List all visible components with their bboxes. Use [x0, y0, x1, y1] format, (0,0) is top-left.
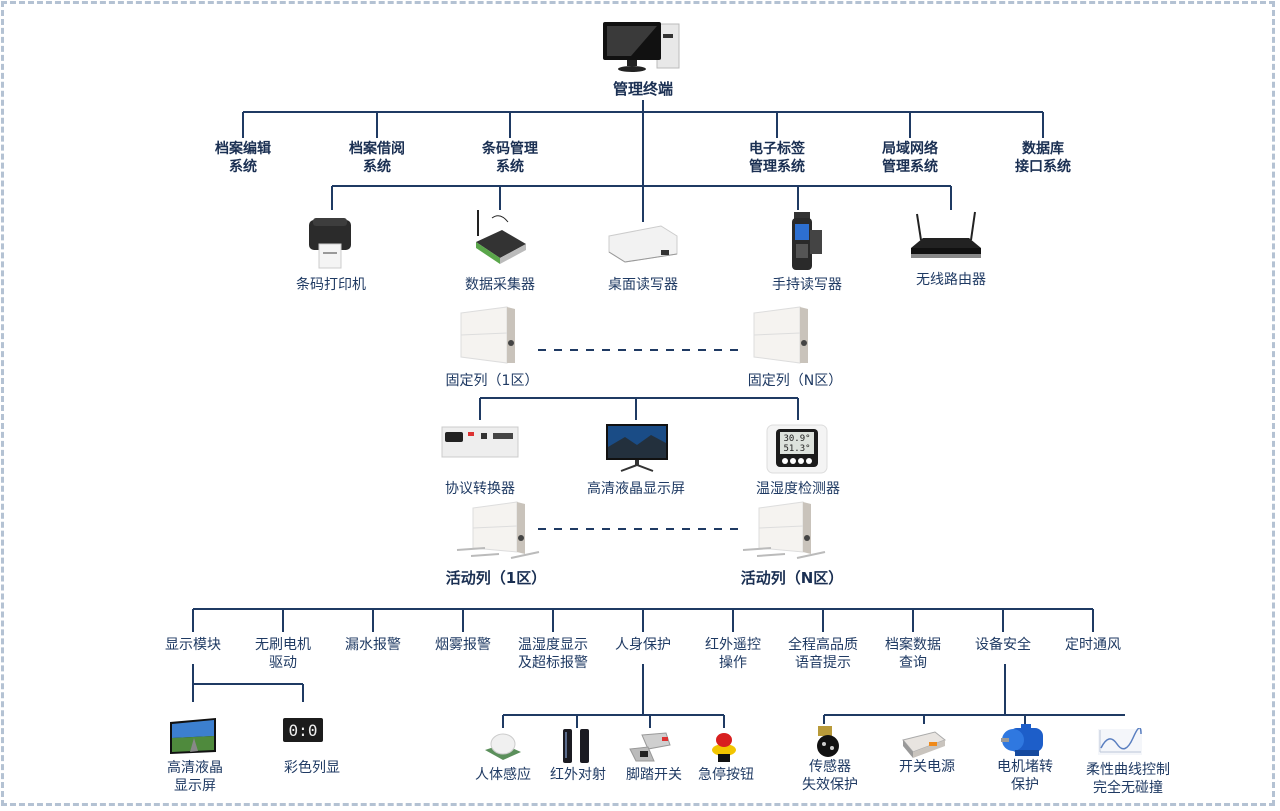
- barcode-printer-icon: [305, 214, 355, 274]
- equipment-sub-label: 传感器失效保护: [802, 759, 858, 793]
- safety-sub-label: 脚踏开关: [626, 767, 682, 783]
- function-node: 红外遥控操作: [705, 637, 761, 671]
- system-node: 档案借阅系统: [349, 141, 405, 175]
- emergency-stop-icon: [709, 730, 739, 768]
- wireless-router-icon: [909, 210, 983, 268]
- equipment-sub-label: 柔性曲线控制完全无碰撞: [1086, 762, 1170, 796]
- curve-chart-icon: [1097, 727, 1143, 760]
- function-node: 无刷电机驱动: [255, 637, 311, 671]
- power-supply-icon: [901, 730, 947, 764]
- device-label: 手持读写器: [772, 277, 842, 293]
- fixed-shelf-icon: [752, 305, 810, 369]
- protocol-converter-icon: [441, 426, 519, 464]
- data-collector-icon: [470, 208, 530, 272]
- mobile-column-label: 活动列（1区）: [445, 569, 547, 587]
- led-digit-display-icon: 0:0: [282, 717, 324, 747]
- safety-sub-label: 急停按钮: [698, 767, 754, 783]
- infrared-beam-icon: [561, 728, 591, 768]
- middle-device-label: 温湿度检测器: [756, 481, 840, 497]
- function-node: 显示模块: [165, 637, 221, 653]
- system-node: 数据库接口系统: [1015, 141, 1071, 175]
- foot-switch-icon: [628, 731, 672, 767]
- device-label: 条码打印机: [296, 277, 366, 293]
- humidity-reading: 51.3°: [783, 444, 810, 454]
- lcd-monitor-icon: [605, 423, 669, 477]
- device-label: 数据采集器: [465, 277, 535, 293]
- fixed-column-label: 固定列（N区）: [747, 373, 843, 389]
- mobile-shelf-icon: [455, 500, 541, 564]
- function-node: 烟雾报警: [435, 637, 491, 653]
- middle-device-label: 协议转换器: [445, 481, 515, 497]
- sensor-icon: [812, 724, 842, 762]
- system-node: 电子标签管理系统: [749, 141, 805, 175]
- root-label: 管理终端: [612, 80, 674, 98]
- desktop-computer-icon: [601, 20, 685, 78]
- motor-icon: [999, 724, 1049, 762]
- mobile-shelf-icon: [741, 500, 827, 564]
- system-node: 档案编辑系统: [215, 141, 271, 175]
- temp-reading: 30.9°: [783, 434, 810, 444]
- lcd-screen-icon: [168, 716, 218, 760]
- fixed-shelf-icon: [459, 305, 517, 369]
- equipment-sub-label: 开关电源: [899, 759, 955, 775]
- function-node: 定时通风: [1065, 637, 1121, 653]
- thermo-hygrometer-icon: 30.9°51.3°: [766, 424, 828, 478]
- middle-device-label: 高清液晶显示屏: [587, 481, 685, 497]
- function-node: 设备安全: [975, 637, 1031, 653]
- system-node: 条码管理系统: [482, 141, 538, 175]
- pir-sensor-icon: [483, 730, 523, 766]
- mobile-column-label: 活动列（N区）: [740, 569, 844, 587]
- handheld-reader-icon: [786, 210, 826, 278]
- function-node: 全程高品质语音提示: [788, 637, 858, 671]
- function-node: 漏水报警: [345, 637, 401, 653]
- safety-sub-label: 人体感应: [475, 767, 531, 783]
- display-sub-label: 高清液晶显示屏: [167, 760, 223, 794]
- device-label: 无线路由器: [916, 272, 986, 288]
- function-node: 温湿度显示及超标报警: [518, 637, 588, 671]
- fixed-column-label: 固定列（1区）: [445, 373, 539, 389]
- device-label: 桌面读写器: [608, 277, 678, 293]
- equipment-sub-label: 电机堵转保护: [997, 759, 1053, 793]
- function-node: 人身保护: [615, 637, 671, 653]
- function-node: 档案数据查询: [885, 637, 941, 671]
- display-sub-label: 彩色列显: [284, 760, 340, 776]
- desktop-reader-icon: [605, 222, 681, 268]
- led-digits: 0:0: [289, 721, 318, 740]
- system-node: 局域网络管理系统: [882, 141, 938, 175]
- safety-sub-label: 红外对射: [550, 767, 606, 783]
